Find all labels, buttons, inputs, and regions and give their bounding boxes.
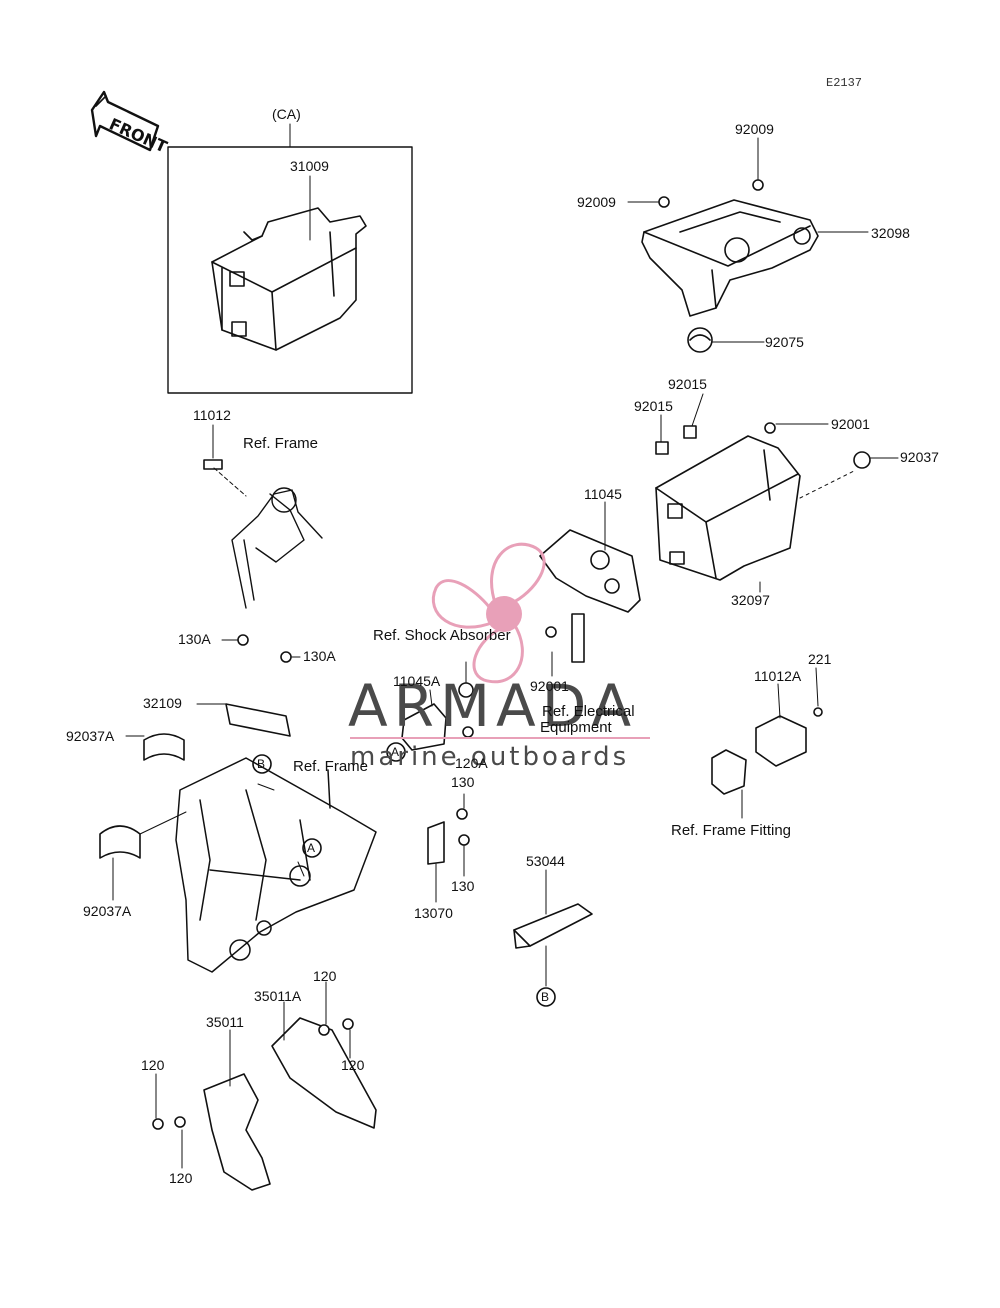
- marker-a-2-label: A: [391, 745, 400, 759]
- bracket-11012a: [755, 715, 807, 767]
- part-130-lower: 130: [451, 878, 475, 894]
- bolt-120-c: [152, 1118, 164, 1130]
- bolt-221: [813, 707, 823, 717]
- watermark-divider: [350, 737, 650, 739]
- bolt-130a-2: [280, 651, 292, 663]
- bolt-130-2: [458, 834, 470, 846]
- marker-b-2-label: B: [541, 990, 550, 1004]
- part-120-left: 120: [141, 1057, 165, 1073]
- part-32098: 32098: [871, 225, 910, 241]
- pin-11012: [203, 459, 223, 470]
- grommet-92075: [687, 327, 713, 353]
- ref-electrical-line1: Ref. Electrical: [542, 703, 635, 720]
- part-92075: 92075: [765, 334, 804, 350]
- part-31009: 31009: [290, 158, 329, 174]
- ref-frame-fitting: Ref. Frame Fitting: [671, 822, 792, 839]
- propeller-blades: [431, 542, 546, 684]
- bolt-130-1: [456, 808, 468, 820]
- clamp-92037a-2: [99, 825, 141, 859]
- marker-b-1-label: B: [257, 757, 266, 771]
- bracket-13070: [427, 821, 445, 865]
- watermark-tagline: marine outboards: [350, 742, 630, 772]
- part-53044: 53044: [526, 853, 565, 869]
- part-92037a-lower: 92037A: [83, 903, 132, 919]
- ref-frame-top: Ref. Frame: [243, 435, 319, 452]
- bracket-35011: [203, 1073, 271, 1191]
- bolt-120-d: [174, 1116, 186, 1128]
- cushion-32109: [225, 703, 291, 737]
- marker-a-2: [386, 742, 406, 762]
- part-11045: 11045: [584, 486, 622, 502]
- ref-shock-absorber: Ref. Shock Absorber: [373, 627, 511, 644]
- cap-92037: [853, 451, 871, 469]
- leader-lines: [112, 123, 899, 1169]
- marker-a-1: [302, 838, 322, 858]
- part-92037: 92037: [900, 449, 939, 465]
- part-130a-right: 130A: [303, 648, 336, 664]
- clip-92015-b: [683, 425, 697, 439]
- part-130-upper: 130: [451, 774, 475, 790]
- part-11012a: 11012A: [754, 668, 802, 684]
- marker-b-1: [252, 754, 272, 774]
- marker-a-1-label: A: [307, 841, 316, 855]
- page-code: E2137: [826, 76, 863, 90]
- propeller-hub: [486, 596, 522, 632]
- part-221: 221: [808, 651, 832, 667]
- battery-case-31009: [211, 207, 367, 351]
- main-frame: [175, 757, 377, 973]
- screw-92009-a: [658, 196, 670, 208]
- marker-b-2: [536, 987, 556, 1007]
- part-120-right: 120: [341, 1057, 365, 1073]
- screw-92009-b: [752, 179, 764, 191]
- bolt-130a-1: [237, 634, 249, 646]
- tube-53044: [513, 903, 593, 947]
- part-130a-left: 130A: [178, 631, 211, 647]
- part-32097: 32097: [731, 592, 770, 608]
- battery-cover-32098: [641, 199, 819, 317]
- part-11012: 11012: [193, 407, 231, 423]
- front-arrow-icon: [90, 90, 160, 152]
- part-35011: 35011: [206, 1014, 244, 1030]
- part-120-bottom: 120: [169, 1170, 193, 1186]
- part-92009-top: 92009: [735, 121, 774, 137]
- watermark-brand: ARMADA: [348, 672, 638, 740]
- bracket-11045: [539, 529, 641, 613]
- part-92009-left: 92009: [577, 194, 616, 210]
- clip-92015-a: [655, 441, 669, 455]
- part-92037a-upper: 92037A: [66, 728, 115, 744]
- ca-label: (CA): [272, 106, 301, 122]
- bracket-35011a: [271, 1017, 377, 1129]
- part-13070: 13070: [414, 905, 453, 921]
- part-92001-upper: 92001: [831, 416, 870, 432]
- propeller-logo-icon: [431, 542, 546, 684]
- part-92015-lower: 92015: [634, 398, 673, 414]
- part-120a: 120A: [455, 755, 488, 771]
- part-32109: 32109: [143, 695, 182, 711]
- screw-92001-a: [764, 422, 776, 434]
- ref-electrical-line2: Equipment: [540, 719, 612, 736]
- part-92001-lower: 92001: [530, 678, 569, 694]
- part-35011a: 35011A: [254, 988, 302, 1004]
- clamp-92037a-1: [143, 733, 185, 761]
- part-92015-upper: 92015: [668, 376, 707, 392]
- ref-frame-fitting-plate: [711, 749, 747, 795]
- part-11045a: 11045A: [393, 673, 441, 689]
- battery-tray-32097: [655, 435, 801, 581]
- bolt-120-b: [342, 1018, 354, 1030]
- bolt-120-a: [318, 1024, 330, 1036]
- frame-top-sketch: [231, 487, 323, 609]
- ref-frame-mid: Ref. Frame: [293, 758, 369, 775]
- plate-electrical: [571, 613, 585, 663]
- part-120-top: 120: [313, 968, 337, 984]
- screw-92001-b: [545, 626, 557, 638]
